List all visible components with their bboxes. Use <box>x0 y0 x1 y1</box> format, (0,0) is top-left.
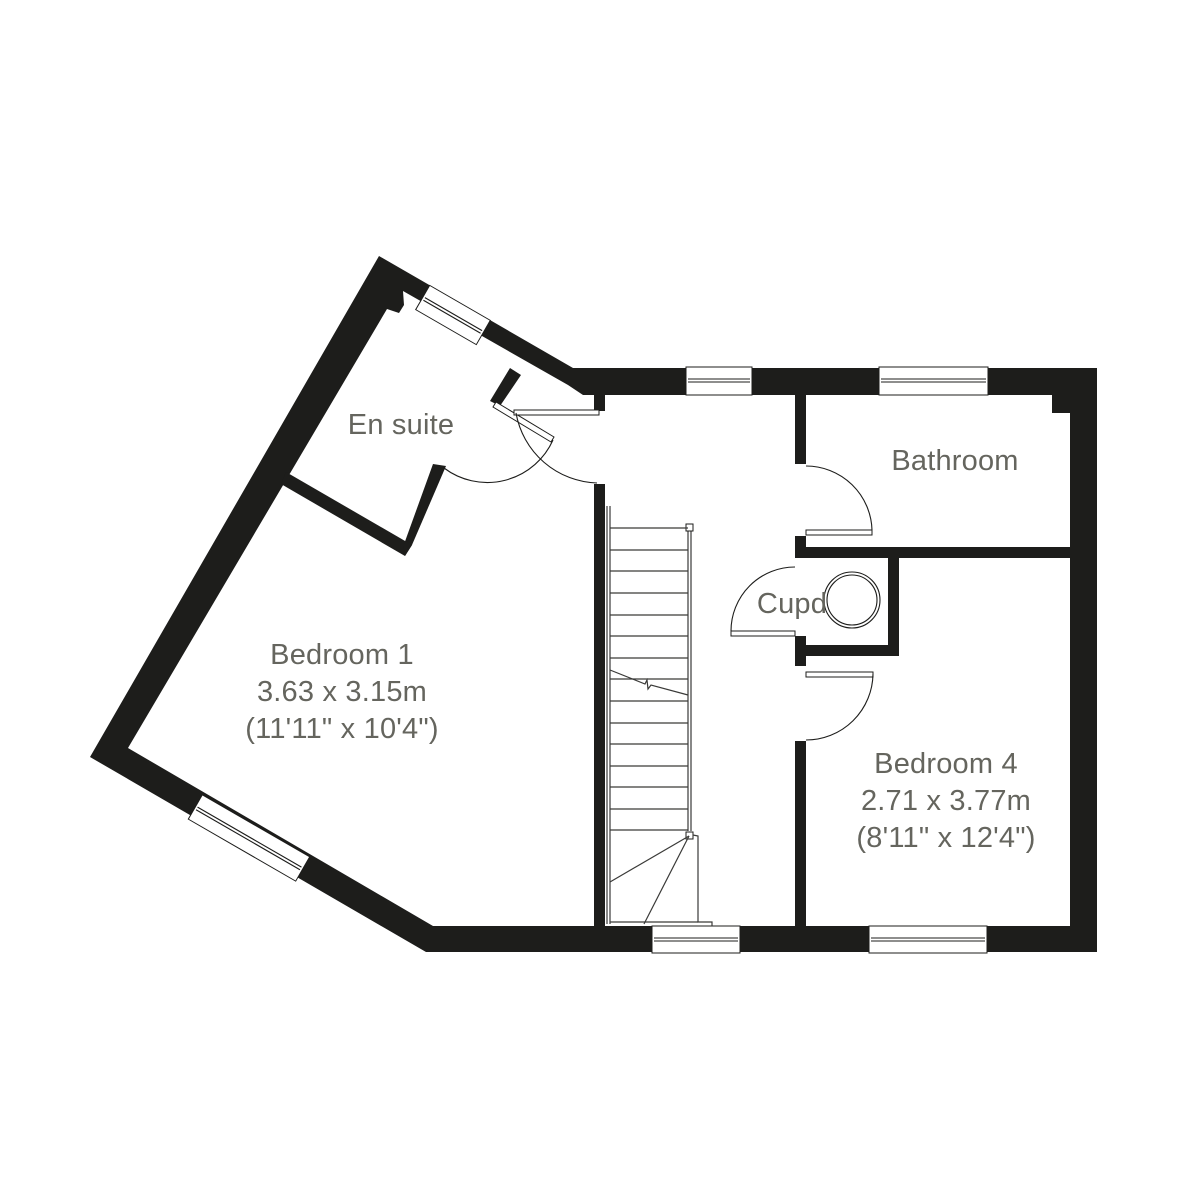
ensuite-wall-right <box>403 464 446 556</box>
room-dimensions-metric: 3.63 x 3.15m <box>256 676 428 708</box>
ensuite-wall-stub <box>490 368 521 406</box>
room-name: Bathroom <box>891 445 1019 477</box>
bathroom-wall-left-upper <box>795 395 806 464</box>
door-swing-icon <box>730 566 796 637</box>
cupboard-wall-right <box>888 556 899 656</box>
room-dimensions-imperial: (11'11" x 10'4") <box>245 713 439 745</box>
room-label-bathroom: Bathroom <box>891 443 1018 480</box>
door-swing-icon <box>443 401 555 484</box>
window-icon <box>878 366 989 396</box>
door-swing-icon <box>513 409 600 484</box>
landing-wall-stub <box>594 395 605 411</box>
cupboard-wall-left <box>795 636 806 666</box>
room-label-en-suite: En suite <box>348 407 454 444</box>
window-icon <box>868 925 988 954</box>
room-name: Bedroom 4 <box>874 748 1018 780</box>
staircase-icon <box>606 506 713 926</box>
bathroom-wall-bottom <box>795 547 1070 558</box>
window-icon <box>651 925 741 954</box>
room-name: Bedroom 1 <box>270 639 414 671</box>
door-swing-icon <box>805 671 874 741</box>
window-icon <box>187 794 311 882</box>
room-name: Cupd <box>756 588 828 620</box>
stair-break-icon <box>609 669 689 696</box>
stair-wall <box>594 484 605 926</box>
ensuite-wall-lower <box>281 472 412 556</box>
room-label-bedroom-4: Bedroom 4 2.71 x 3.77m (8'11" x 12'4") <box>856 746 1035 857</box>
room-name: En suite <box>347 409 455 441</box>
room-dimensions-metric: 2.71 x 3.77m <box>860 785 1032 817</box>
window-icon <box>415 284 491 346</box>
bedroom4-wall-left <box>795 741 806 926</box>
room-label-cupboard: Cupd <box>757 586 827 623</box>
door-swing-icon <box>805 465 873 536</box>
room-dimensions-imperial: (8'11" x 12'4") <box>856 822 1036 854</box>
cupboard-wall-bottom <box>795 645 899 656</box>
window-icon <box>685 366 753 396</box>
room-label-bedroom-1: Bedroom 1 3.63 x 3.15m (11'11" x 10'4") <box>245 637 438 748</box>
cylinder-icon <box>823 571 881 629</box>
